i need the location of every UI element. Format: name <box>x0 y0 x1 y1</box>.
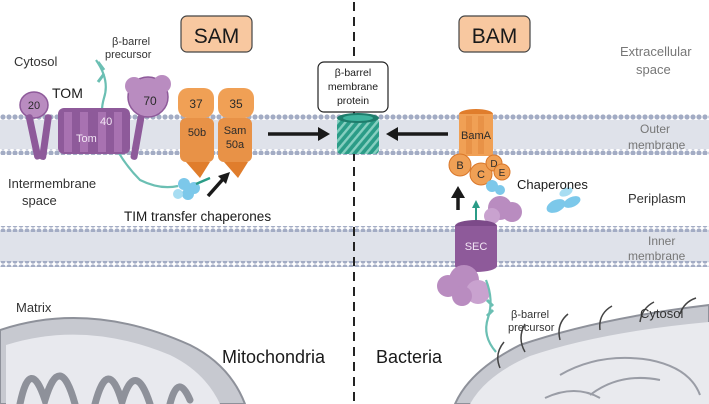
extracellular-label-2: space <box>636 62 671 77</box>
outer-membrane-label-2: membrane <box>628 138 686 152</box>
bamc-label: C <box>477 169 485 181</box>
sam-complex: 37 35 50b Sam 50a <box>178 88 254 198</box>
bame-label: E <box>499 168 506 179</box>
product-label-3: protein <box>337 95 369 107</box>
bam-title-box: BAM <box>458 15 531 53</box>
intermembrane-label-2: space <box>22 193 57 208</box>
cytosol-label-right: Cytosol <box>640 306 683 321</box>
bacterium-illustration <box>453 297 709 404</box>
mito-precursor-label-2: precursor <box>105 49 152 61</box>
sam50a-label-2: 50a <box>226 139 245 151</box>
beta-barrel-protein <box>337 113 379 154</box>
extracellular-label-1: Extracellular <box>620 44 692 59</box>
tom-main-label: Tom <box>76 133 97 145</box>
tom40-label: 40 <box>100 116 112 128</box>
product-label-2: membrane <box>328 81 378 93</box>
cytosol-label-left: Cytosol <box>14 54 57 69</box>
bama-label: BamA <box>461 130 492 142</box>
bact-ribosome-blob <box>437 265 490 306</box>
tom-complex: TOM 20 Tom 40 70 <box>19 75 171 160</box>
periplasm-chaperones: Chaperones <box>517 177 588 213</box>
sam50a-label-1: Sam <box>224 125 247 137</box>
sam37-label: 37 <box>189 97 203 111</box>
bam-complex: BamA B C D E <box>448 109 511 195</box>
bact-precursor-path: β-barrel precursor <box>484 279 555 353</box>
intermembrane-label-1: Intermembrane <box>8 176 96 191</box>
sam50b-label: 50b <box>188 127 206 139</box>
inner-membrane-label-1: Inner <box>648 234 675 248</box>
sec-label: SEC <box>465 241 488 253</box>
sam35-label: 35 <box>229 97 243 111</box>
bact-precursor-label-1: β-barrel <box>511 309 549 321</box>
arrow-bam-to-product <box>386 127 448 141</box>
sam-title-box: SAM <box>180 15 253 53</box>
tom-title: TOM <box>52 85 83 101</box>
mitochondrion-illustration <box>0 317 247 404</box>
periplasm-label: Periplasm <box>628 191 686 206</box>
bact-precursor-label-2: precursor <box>508 322 555 334</box>
tim-chaperones: TIM transfer chaperones <box>124 176 271 224</box>
matrix-label: Matrix <box>16 300 52 315</box>
tom20-label: 20 <box>28 100 40 112</box>
secA-blob <box>484 196 522 224</box>
product-label-1: β-barrel <box>335 67 371 79</box>
mitochondria-label: Mitochondria <box>222 347 326 367</box>
sec-translocon: SEC <box>455 220 497 272</box>
sam-title: SAM <box>194 25 240 48</box>
tim-chaperones-label: TIM transfer chaperones <box>124 209 271 224</box>
tom70-label: 70 <box>143 94 157 108</box>
bam-input-arrows <box>451 186 480 224</box>
product-label-box: β-barrel membrane protein <box>317 61 389 113</box>
arrow-sam-to-product <box>268 127 330 141</box>
mito-precursor-label-1: β-barrel <box>112 36 150 48</box>
bacteria-label: Bacteria <box>376 347 443 367</box>
chaperones-label: Chaperones <box>517 177 588 192</box>
bam-title: BAM <box>472 25 518 48</box>
inner-membrane-label-2: membrane <box>628 249 686 263</box>
bamd-label: D <box>490 159 497 170</box>
bamb-label: B <box>456 160 463 172</box>
outer-membrane-label-1: Outer <box>640 122 670 136</box>
